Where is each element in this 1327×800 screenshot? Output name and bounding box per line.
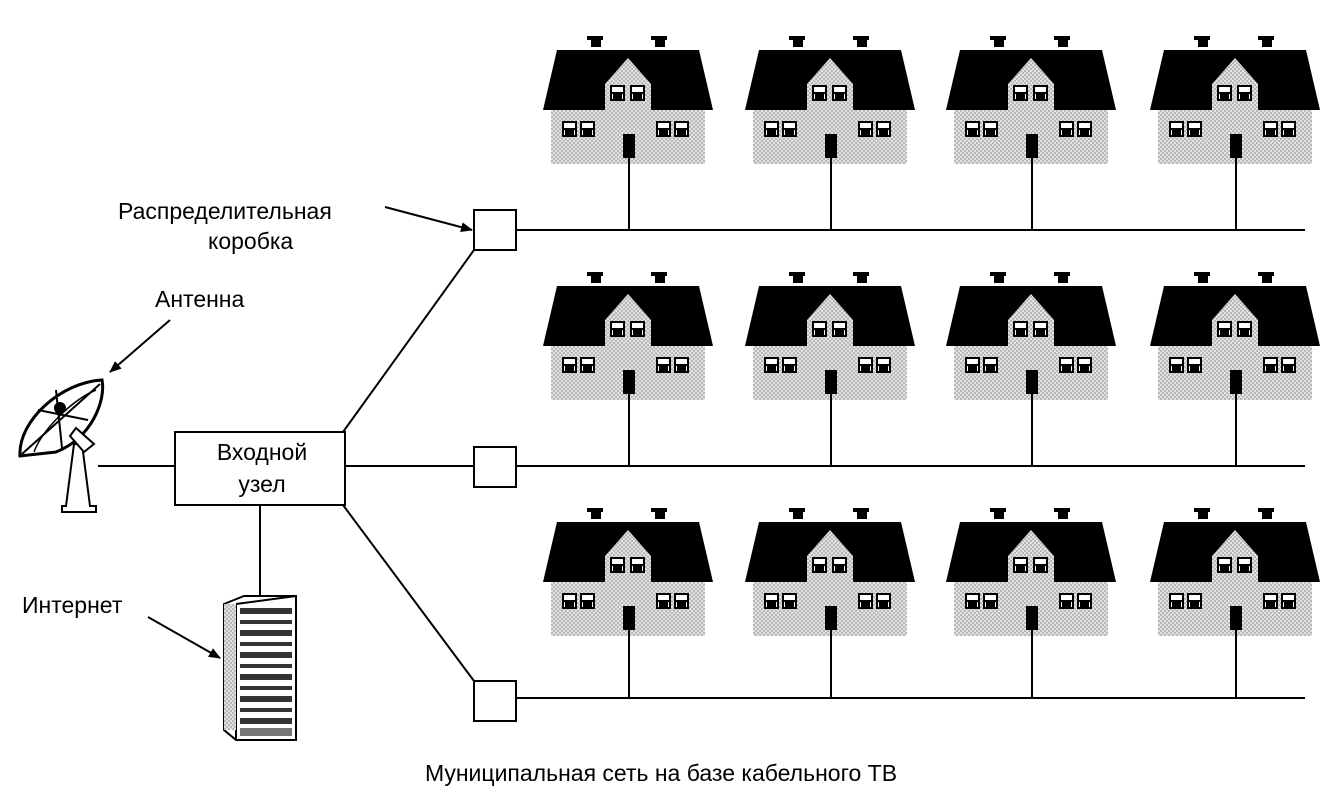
house-icon [1150,508,1320,636]
internet-label: Интернет [22,592,123,618]
house-icon [1150,272,1320,400]
house-icon [745,272,915,400]
distribution-box-label-line2: коробка [208,228,293,254]
server-rack-icon [223,595,297,741]
distribution-box-arrow [384,206,473,233]
house-icon [543,36,713,164]
satellite-dish-icon [18,378,105,513]
headend-label-line1: Входной [217,439,307,465]
house-icon [543,508,713,636]
distribution-box-label-line1: Распределительная [118,198,332,224]
headend-label-line2: узел [238,471,285,497]
house-icon [1150,36,1320,164]
diagram-caption: Муниципальная сеть на базе кабельного ТВ [425,760,897,786]
house-icon [745,36,915,164]
distribution-boxes [473,209,517,722]
house-row-2 [543,272,1320,466]
distribution-box-1 [473,209,517,251]
house-icon [745,508,915,636]
distribution-box-3 [473,680,517,722]
antenna-label: Антенна [155,286,245,312]
house-row-3 [543,508,1320,698]
house-row-1 [543,36,1320,230]
house-icon [543,272,713,400]
internet-arrow [147,616,221,659]
house-icon [946,508,1116,636]
feeder-cables [516,229,1305,699]
house-icon [946,272,1116,400]
distribution-box-2 [473,446,517,488]
antenna-arrow [109,319,171,373]
house-icon [946,36,1116,164]
trunk-cables [98,249,475,682]
headend-node: Входной узел [174,431,346,506]
